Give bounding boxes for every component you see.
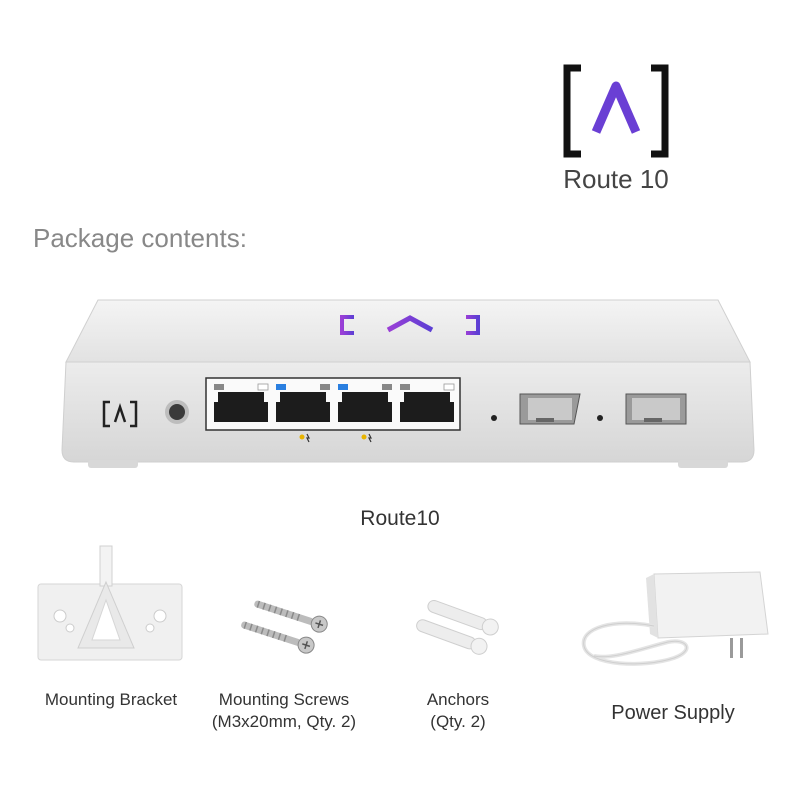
item-note-screws: (M3x20mm, Qty. 2) [211, 712, 357, 731]
router-image [61, 299, 755, 468]
ethernet-port-3-icon [338, 384, 392, 422]
brand-name: Route 10 [563, 164, 669, 194]
ethernet-port-1-icon [214, 383, 269, 422]
sfp-port-2-icon [625, 393, 687, 425]
route10-logo-icon [563, 64, 669, 158]
anchors-image [416, 600, 499, 655]
screws-image [241, 600, 328, 654]
poe-icon [361, 433, 372, 443]
top-logo-icon [340, 315, 480, 335]
power-supply-image [581, 571, 769, 666]
router-caption: Route10 [360, 507, 440, 530]
item-label-screws: Mounting Screws [218, 690, 350, 709]
section-title: Package contents: [33, 223, 247, 253]
item-label-power-supply: Power Supply [611, 702, 735, 724]
ethernet-port-4-icon [400, 383, 455, 422]
mounting-bracket-image [37, 545, 183, 661]
item-note-anchors: (Qty. 2) [430, 712, 486, 731]
front-logo-icon [102, 400, 138, 428]
item-label-anchors: Anchors [426, 690, 490, 709]
item-label-bracket: Mounting Bracket [44, 690, 178, 709]
sfp-port-1-icon [519, 393, 581, 425]
ethernet-port-2-icon [276, 384, 330, 422]
poe-icon [299, 433, 310, 443]
